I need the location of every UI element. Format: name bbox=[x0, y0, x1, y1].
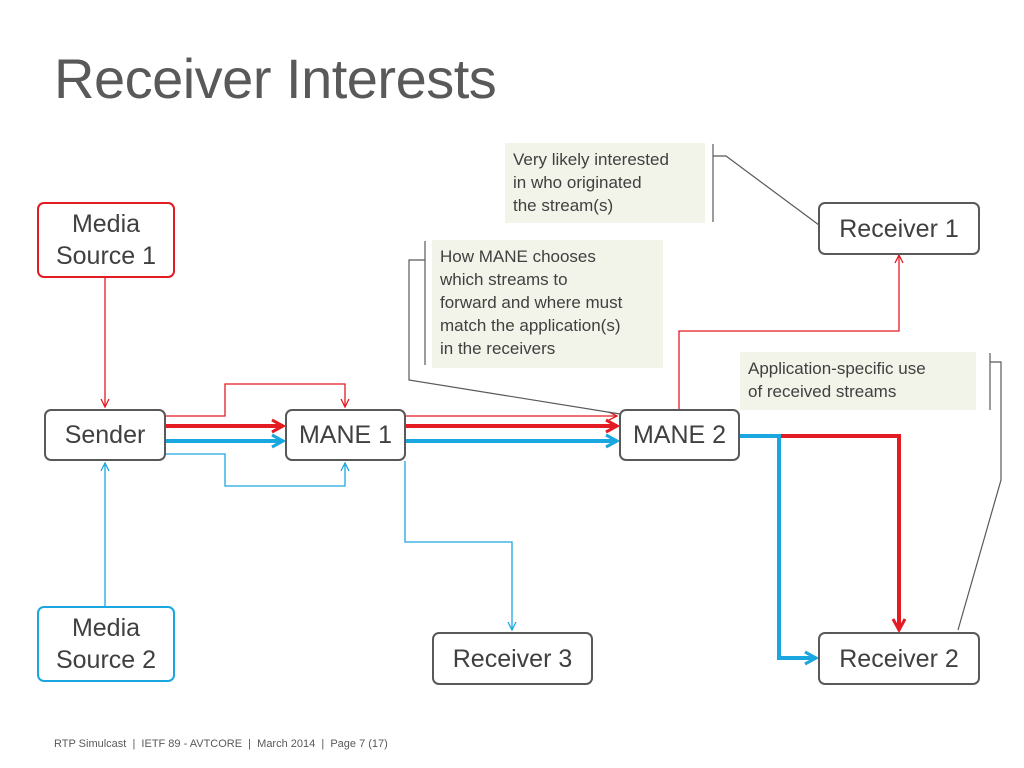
mane-2-node: MANE 2 bbox=[619, 409, 740, 461]
callout-receiver-origin-leader bbox=[713, 155, 824, 229]
wire-mane2-receiver2-red bbox=[740, 434, 899, 630]
media-source-2-node: Media Source 2 bbox=[37, 606, 175, 682]
media-source-1-label: Media Source 1 bbox=[55, 210, 157, 270]
note-receiver-origin: Very likely interested in who originated… bbox=[505, 143, 705, 223]
mane-1-label: MANE 1 bbox=[298, 421, 393, 449]
receiver-3-node: Receiver 3 bbox=[432, 632, 593, 685]
wire-mane2-receiver1 bbox=[678, 255, 899, 409]
note-mane-forwarding: How MANE chooses which streams to forwar… bbox=[432, 240, 663, 368]
note-app-specific: Application-specific use of received str… bbox=[740, 352, 976, 410]
receiver-2-node: Receiver 2 bbox=[818, 632, 980, 685]
callout-app-specific-leader bbox=[957, 361, 1002, 631]
mane-2-label: MANE 2 bbox=[632, 421, 727, 449]
media-source-2-label: Media Source 2 bbox=[55, 614, 157, 674]
sender-node: Sender bbox=[44, 409, 166, 461]
wire-mane1-receiver3 bbox=[404, 461, 512, 630]
wire-mane2-receiver2-blue bbox=[740, 434, 816, 658]
media-source-1-node: Media Source 1 bbox=[37, 202, 175, 278]
receiver-1-node: Receiver 1 bbox=[818, 202, 980, 255]
callout-mane-forwarding-leader bbox=[408, 259, 621, 415]
receiver-1-label: Receiver 1 bbox=[839, 214, 959, 243]
mane-1-node: MANE 1 bbox=[285, 409, 406, 461]
slide-title: Receiver Interests bbox=[54, 47, 497, 110]
wire-sender-mane1-red-thin bbox=[166, 383, 345, 417]
receiver-2-label: Receiver 2 bbox=[839, 644, 959, 673]
wire-sender-mane1-blue-thin bbox=[166, 453, 345, 487]
receiver-3-label: Receiver 3 bbox=[452, 644, 573, 673]
sender-label: Sender bbox=[64, 421, 146, 449]
slide-footer: RTP Simulcast | IETF 89 - AVTCORE | Marc… bbox=[54, 738, 388, 750]
